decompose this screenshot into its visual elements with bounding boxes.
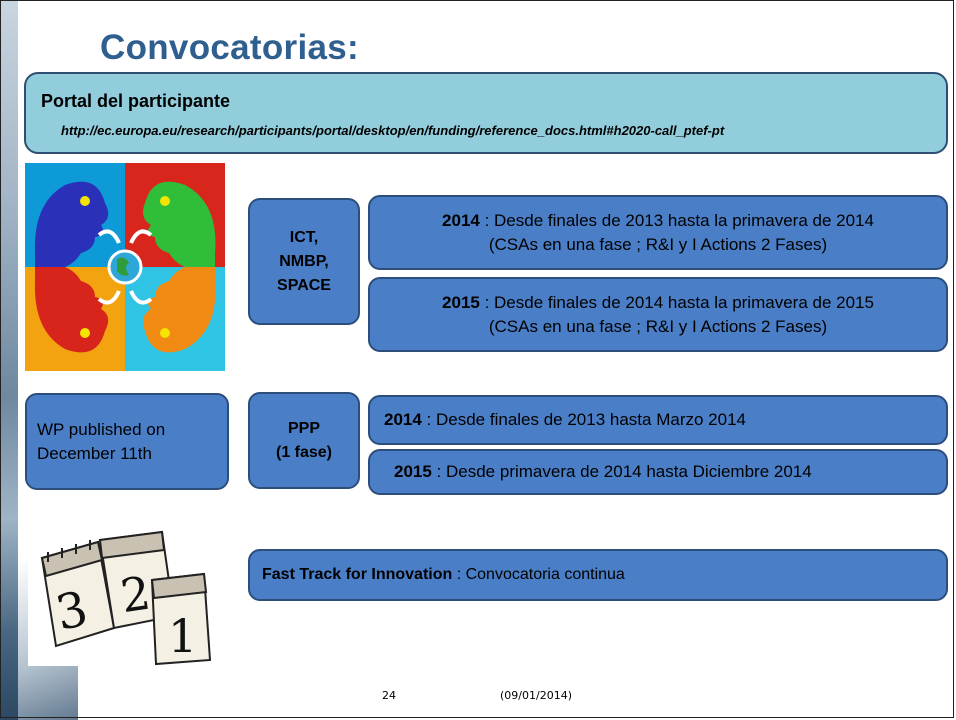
- ict-2014-year: 2014: [442, 210, 480, 230]
- arrow-icon: [129, 229, 153, 244]
- footer-date: (09/01/2014): [500, 689, 572, 702]
- ppp-box: PPP (1 fase): [248, 392, 360, 489]
- ppp-2015-year: 2015: [394, 462, 432, 481]
- ict-label-1: ICT,: [289, 228, 319, 246]
- eye-icon: [80, 196, 90, 206]
- ict-label-3: SPACE: [277, 276, 331, 294]
- fast-track-title: Fast Track for Innovation: [262, 566, 453, 583]
- ict-2014-line: 2014 : Desde finales de 2013 hasta la pr…: [442, 209, 874, 233]
- arrow-icon: [129, 290, 153, 305]
- ict-2015-sub: (CSAs en una fase ; R&I y I Actions 2 Fa…: [488, 316, 828, 336]
- calendar-page-3: 3: [40, 540, 116, 648]
- arrow-icon: [97, 229, 121, 244]
- svg-text:1: 1: [168, 609, 197, 663]
- ict-2014-sub: (CSAs en una fase ; R&I y I Actions 2 Fa…: [488, 234, 828, 254]
- eye-icon: [160, 328, 170, 338]
- fast-track-text: : Convocatoria continua: [452, 566, 625, 583]
- ict-label-2: NMBP,: [279, 252, 329, 270]
- ppp-2015-text: : Desde primavera de 2014 hasta Diciembr…: [431, 462, 812, 481]
- page-number: 24: [382, 689, 396, 702]
- ict-2014-text: : Desde finales de 2013 hasta la primave…: [479, 210, 874, 230]
- people-globe-clipart: [25, 163, 225, 371]
- arrow-icon: [97, 290, 121, 305]
- fast-track-line: Fast Track for Innovation : Convocatoria…: [262, 566, 625, 584]
- ict-2015-box: 2015 : Desde finales de 2014 hasta la pr…: [368, 277, 948, 352]
- slide-side-decoration: [0, 0, 18, 720]
- portal-url-link[interactable]: http://ec.europa.eu/research/participant…: [61, 123, 725, 138]
- ict-2015-text: : Desde finales de 2014 hasta la primave…: [479, 292, 874, 312]
- portal-title: Portal del participante: [41, 91, 231, 111]
- portal-box: Portal del participante http://ec.europa…: [24, 72, 948, 154]
- eye-icon: [80, 328, 90, 338]
- ppp-label-2: (1 fase): [275, 443, 333, 461]
- calendar-page-1: 1: [150, 572, 212, 666]
- ppp-2014-box: 2014 : Desde finales de 2013 hasta Marzo…: [368, 395, 948, 445]
- ppp-2014-year: 2014: [384, 410, 422, 429]
- ppp-2015-line: 2015 : Desde primavera de 2014 hasta Dic…: [394, 462, 812, 482]
- head-red: [34, 267, 109, 353]
- ppp-2014-line: 2014 : Desde finales de 2013 hasta Marzo…: [384, 410, 746, 430]
- calendar-clipart: 3 2 1: [28, 518, 238, 666]
- head-blue: [34, 181, 109, 267]
- ict-2015-line: 2015 : Desde finales de 2014 hasta la pr…: [442, 291, 874, 315]
- ict-nmbp-space-box: ICT, NMBP, SPACE: [248, 198, 360, 325]
- ict-2014-box: 2014 : Desde finales de 2013 hasta la pr…: [368, 195, 948, 270]
- slide-title: Convocatorias:: [100, 28, 359, 67]
- ppp-2015-box: 2015 : Desde primavera de 2014 hasta Dic…: [368, 449, 948, 495]
- ict-2015-year: 2015: [442, 292, 480, 312]
- wp-line-2: December 11th: [37, 443, 152, 463]
- eye-icon: [160, 196, 170, 206]
- wp-line-1: WP published on: [37, 419, 166, 439]
- ppp-label-1: PPP: [287, 419, 320, 437]
- ppp-2014-text: : Desde finales de 2013 hasta Marzo 2014: [421, 410, 746, 429]
- wp-published-box: WP published on December 11th: [25, 393, 229, 490]
- fast-track-box: Fast Track for Innovation : Convocatoria…: [248, 549, 948, 601]
